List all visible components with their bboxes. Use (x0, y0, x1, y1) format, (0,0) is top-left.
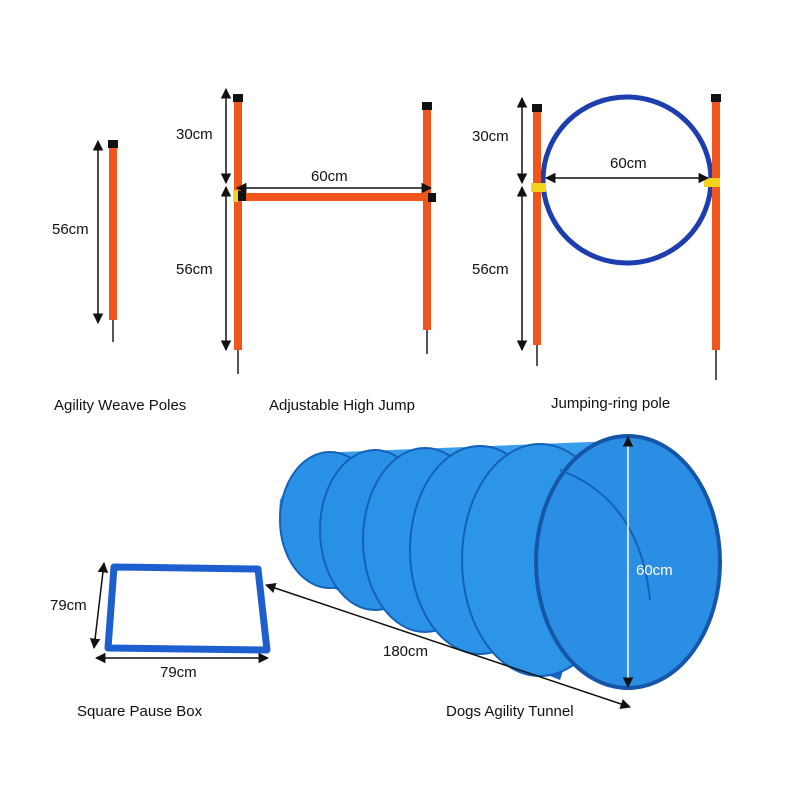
box-side-label: 79cm (50, 597, 87, 614)
jump-width-label: 60cm (311, 168, 348, 185)
jump-height-label: 56cm (176, 261, 213, 278)
ring-height-label: 56cm (472, 261, 509, 278)
tunnel-diameter-label: 60cm (636, 562, 673, 579)
jumping-ring (531, 94, 721, 380)
ring-top-label: 30cm (472, 128, 509, 145)
weave-poles-title: Agility Weave Poles (54, 397, 187, 414)
pause-box (104, 563, 271, 654)
tunnel-title: Dogs Agility Tunnel (446, 703, 574, 720)
pause-box-title: Square Pause Box (77, 703, 203, 720)
jump-top-label: 30cm (176, 126, 213, 143)
weave-height-label: 56cm (52, 221, 89, 238)
tunnel-length-label: 180cm (383, 643, 429, 660)
weave-pole (108, 140, 118, 342)
ring-pole-title: Jumping-ring pole (551, 395, 671, 412)
box-bottom-label: 79cm (160, 664, 197, 681)
high-jump-title: Adjustable High Jump (269, 397, 415, 414)
high-jump (233, 94, 436, 374)
ring-diameter-label: 60cm (610, 155, 647, 172)
